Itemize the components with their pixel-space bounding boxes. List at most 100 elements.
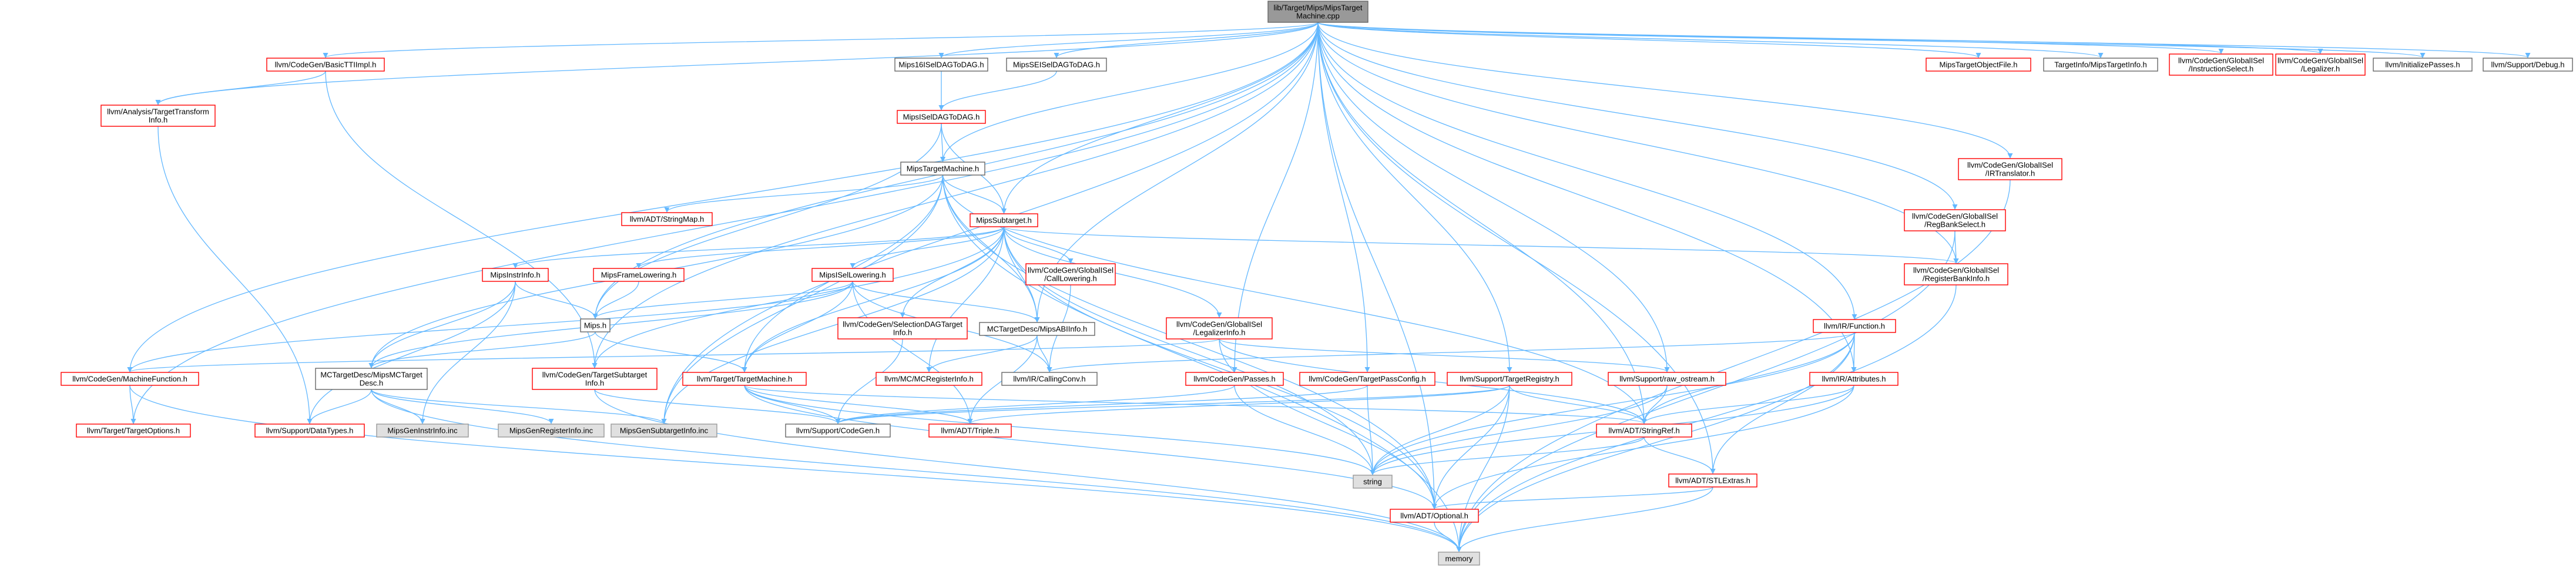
node-initialize-passes[interactable]: llvm/InitializePasses.h <box>2373 58 2473 72</box>
edge-root-to-optional <box>1317 22 1437 509</box>
node-string-map[interactable]: llvm/ADT/StringMap.h <box>621 212 713 226</box>
edge-target-transform-info-to-data-types <box>157 126 313 424</box>
node-label-line: /CallLowering.h <box>1044 274 1097 283</box>
node-code-gen-passes[interactable]: llvm/CodeGen/Passes.h <box>1185 372 1284 386</box>
edge-root-to-mips-tm <box>940 22 1319 162</box>
node-mips-instr-info[interactable]: MipsInstrInfo.h <box>482 268 549 282</box>
node-label-line: llvm/CodeGen/Passes.h <box>1193 375 1275 384</box>
node-mips-seisel[interactable]: MipsSEISelDAGToDAG.h <box>1006 58 1107 72</box>
node-reg-bank-select[interactable]: llvm/CodeGen/GlobalISel/RegBankSelect.h <box>1904 209 2006 231</box>
edge-target-machine-h-to-triple <box>744 385 973 424</box>
node-label-line: llvm/IR/Attributes.h <box>1822 375 1886 384</box>
node-mips-isel-lowering[interactable]: MipsISelLowering.h <box>811 268 894 282</box>
node-label-line: llvm/CodeGen/GlobalISel <box>2178 56 2264 65</box>
edge-mips-subtarget-to-mips-abiinfo <box>1003 226 1040 322</box>
node-gen-register-info: MipsGenRegisterInfo.inc <box>498 424 605 438</box>
node-optional[interactable]: llvm/ADT/Optional.h <box>1390 509 1479 523</box>
edge-mips-tm-to-memory <box>942 174 1462 552</box>
node-legalizer-info[interactable]: llvm/CodeGen/GlobalISel/LegalizerInfo.h <box>1166 317 1273 340</box>
node-instruction-select[interactable]: llvm/CodeGen/GlobalISel/InstructionSelec… <box>2169 53 2273 76</box>
node-data-types[interactable]: llvm/Support/DataTypes.h <box>254 424 365 438</box>
node-mips-frame-lowering[interactable]: MipsFrameLowering.h <box>593 268 685 282</box>
edge-mips-tm-to-string-ref <box>942 174 1647 424</box>
node-string-ref[interactable]: llvm/ADT/StringRef.h <box>1596 424 1692 438</box>
node-calling-conv[interactable]: llvm/IR/CallingConv.h <box>1001 372 1098 386</box>
edge-mips-subtarget-to-mc-register-info <box>926 226 1005 372</box>
node-label-line: llvm/CodeGen/GlobalISel <box>1967 161 2053 170</box>
node-target-machine-h[interactable]: llvm/Target/TargetMachine.h <box>682 372 807 386</box>
node-label-line: /LegalizerInfo.h <box>1193 328 1246 337</box>
node-target-options[interactable]: llvm/Target/TargetOptions.h <box>76 424 191 438</box>
edge-string-ref-to-string <box>1370 436 1645 475</box>
node-ir-translator[interactable]: llvm/CodeGen/GlobalISel/IRTranslator.h <box>1958 158 2062 180</box>
edge-mips-mctarget-desc-to-gen-register-info <box>371 389 554 424</box>
node-mips-target-info[interactable]: TargetInfo/MipsTargetInfo.h <box>2043 58 2158 72</box>
node-machine-function[interactable]: llvm/CodeGen/MachineFunction.h <box>61 372 199 386</box>
edge-root-to-ir-attributes <box>1317 22 1857 372</box>
node-box <box>1267 1 1368 23</box>
edge-stl-extras-to-memory <box>1456 486 1713 552</box>
node-box <box>1447 372 1572 386</box>
node-label-line: llvm/CodeGen/GlobalISel <box>1028 266 1113 275</box>
node-register-bank-info[interactable]: llvm/CodeGen/GlobalISel/RegisterBankInfo… <box>1904 263 2008 285</box>
node-box <box>979 322 1095 336</box>
node-label-line: MipsISelLowering.h <box>819 271 886 280</box>
node-label-line: /Legalizer.h <box>2301 65 2340 73</box>
edge-root-to-mips-target-object-file <box>1317 22 1981 58</box>
node-box <box>1904 209 2006 231</box>
node-label-line: TargetInfo/MipsTargetInfo.h <box>2054 61 2147 69</box>
node-label-line: llvm/IR/Function.h <box>1824 322 1885 331</box>
edge-mips-mctarget-desc-to-data-types <box>307 389 372 424</box>
node-target-pass-config[interactable]: llvm/CodeGen/TargetPassConfig.h <box>1299 372 1435 386</box>
edge-mips-isel-lowering-to-mips-abiinfo <box>852 281 1040 322</box>
node-mc-register-info[interactable]: llvm/MC/MCRegisterInfo.h <box>876 372 982 386</box>
node-box <box>254 424 365 438</box>
edge-mips-isel-lowering-to-triple <box>852 281 973 424</box>
node-ir-attributes[interactable]: llvm/IR/Attributes.h <box>1809 372 1899 386</box>
node-ir-function[interactable]: llvm/IR/Function.h <box>1813 319 1896 333</box>
node-call-lowering[interactable]: llvm/CodeGen/GlobalISel/CallLowering.h <box>1025 263 1116 285</box>
edge-root-to-basic-tti <box>323 22 1319 58</box>
edge-target-subtarget-info-to-support-code-gen <box>594 389 841 424</box>
edge-mips-subtarget-to-call-lowering <box>1003 226 1074 264</box>
node-mips-tm[interactable]: MipsTargetMachine.h <box>900 162 985 176</box>
edge-mips-subtarget-to-target-subtarget-info <box>592 226 1005 368</box>
node-label-line: MipsGenSubtargetInfo.inc <box>620 426 709 435</box>
node-label-line: llvm/CodeGen/TargetSubtarget <box>542 371 648 379</box>
node-label-line: MipsTargetMachine.h <box>907 164 980 173</box>
node-mips-h[interactable]: Mips.h <box>580 318 611 332</box>
node-support-debug[interactable]: llvm/Support/Debug.h <box>2483 58 2573 72</box>
node-triple[interactable]: llvm/ADT/Triple.h <box>928 424 1012 438</box>
node-legalizer[interactable]: llvm/CodeGen/GlobalISel/Legalizer.h <box>2275 53 2366 76</box>
node-box <box>532 368 658 390</box>
node-box <box>76 424 191 438</box>
node-label-line: MipsTargetObjectFile.h <box>1940 61 2018 69</box>
node-mips16-isel[interactable]: Mips16ISelDAGToDAG.h <box>894 58 988 72</box>
node-label-line: MipsGenInstrInfo.inc <box>387 426 458 435</box>
node-mips-subtarget[interactable]: MipsSubtarget.h <box>970 213 1038 227</box>
node-raw-ostream[interactable]: llvm/Support/raw_ostream.h <box>1608 372 1726 386</box>
node-support-code-gen[interactable]: llvm/Support/CodeGen.h <box>785 424 891 438</box>
node-label-line: llvm/Target/TargetMachine.h <box>697 375 793 384</box>
node-target-registry[interactable]: llvm/Support/TargetRegistry.h <box>1447 372 1572 386</box>
node-label-line: llvm/CodeGen/BasicTTIImpl.h <box>275 61 377 69</box>
edge-raw-ostream-to-string <box>1370 385 1668 475</box>
node-box <box>1926 58 2031 72</box>
node-mips-isel[interactable]: MipsISelDAGToDAG.h <box>897 110 986 124</box>
node-label-line: llvm/ADT/StringMap.h <box>630 215 704 224</box>
node-stl-extras[interactable]: llvm/ADT/STLExtras.h <box>1668 473 1757 488</box>
node-box <box>1904 263 2008 285</box>
edge-target-registry-to-triple <box>967 385 1510 424</box>
node-mips-abiinfo[interactable]: MCTargetDesc/MipsABIInfo.h <box>979 322 1095 336</box>
edge-target-registry-to-optional <box>1431 385 1510 509</box>
edge-target-registry-to-support-code-gen <box>835 385 1510 424</box>
edge-mips-h-to-target-machine-h <box>595 331 747 372</box>
edge-mips-isel-lowering-to-target-machine-h <box>742 281 853 372</box>
node-basic-tti[interactable]: llvm/CodeGen/BasicTTIImpl.h <box>266 58 385 72</box>
node-mips-target-object-file[interactable]: MipsTargetObjectFile.h <box>1926 58 2031 72</box>
